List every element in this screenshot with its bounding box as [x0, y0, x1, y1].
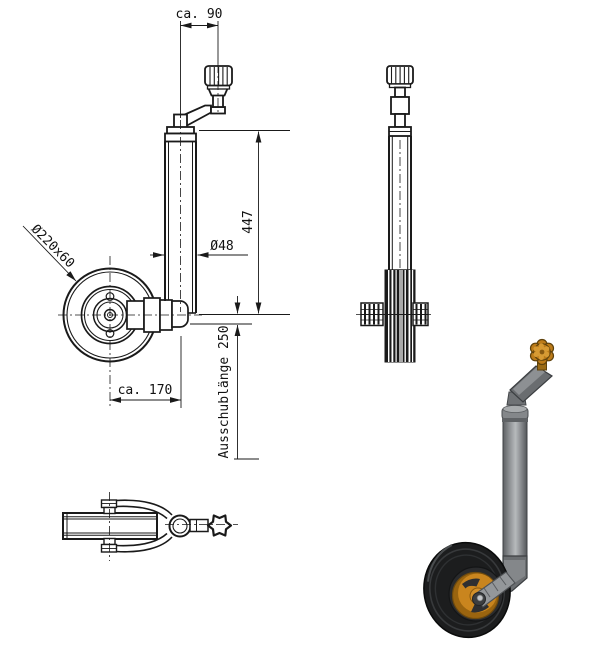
ribbed-inner-tube — [384, 269, 416, 363]
outer-tube-front — [164, 141, 197, 314]
render-star-knob — [529, 338, 555, 366]
tube-foot-flange — [171, 300, 189, 328]
crank-knob-front — [204, 65, 233, 87]
dim-tube-diameter: Ø48 — [210, 239, 233, 254]
clamp-bolt-top — [100, 499, 118, 515]
crank-assembly-side — [386, 65, 414, 137]
render-tube — [502, 415, 528, 567]
dim-total-length: 447 — [241, 210, 256, 233]
clamp-spindle — [189, 518, 209, 533]
clamp-yoke — [115, 499, 173, 553]
crank-arm-end — [390, 96, 410, 115]
dimensions — [22, 21, 290, 460]
clamp-top-view — [62, 499, 233, 553]
dim-crank-offset: ca. 90 — [176, 7, 223, 22]
dim-wheel-offset: ca. 170 — [118, 383, 173, 398]
product-render — [423, 338, 555, 639]
centerlines — [58, 64, 431, 561]
clamp-bolt-bottom — [100, 537, 118, 553]
star-knob — [206, 514, 233, 537]
dim-wheel-size: Ø220x60 — [28, 222, 77, 271]
side-view — [360, 65, 429, 363]
front-view — [62, 65, 233, 363]
dim-extension-length: Ausschublänge 250 — [217, 325, 232, 458]
